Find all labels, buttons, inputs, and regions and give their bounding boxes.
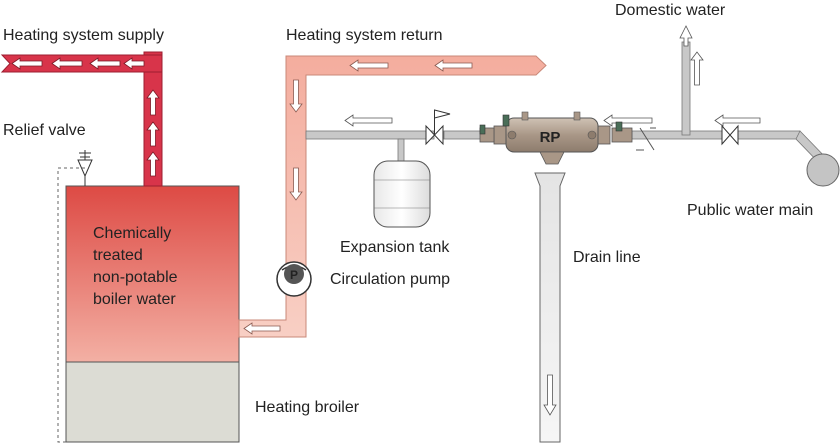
label-domestic: Domestic water (615, 2, 726, 19)
valve-right (721, 124, 739, 146)
circulation-pump: P (276, 261, 312, 297)
label-return: Heating system return (286, 27, 443, 44)
label-supply: Heating system supply (3, 27, 164, 44)
supply-flow-arrows (11, 57, 160, 177)
labels: Heating system supply Heating system ret… (3, 2, 813, 416)
drain-line (534, 172, 566, 443)
label-drain: Drain line (573, 249, 641, 266)
expansion-tank (373, 160, 431, 228)
label-main: Public water main (687, 202, 813, 219)
label-boiler-water-3: non-potable (93, 269, 178, 286)
label-expansion: Expansion tank (340, 239, 450, 256)
water-line (305, 25, 840, 187)
rp-label: RP (540, 129, 561, 146)
boiler-water-section (65, 185, 240, 363)
return-pipe (238, 55, 547, 338)
valve-left (425, 109, 451, 146)
supply-pipe (0, 51, 163, 187)
boiler (65, 185, 240, 443)
return-flow-arrows (243, 59, 473, 335)
label-boiler-water-4: boiler water (93, 291, 176, 308)
strainer (636, 127, 656, 151)
domestic-riser-arrow (679, 25, 693, 47)
label-pump: Circulation pump (330, 271, 450, 288)
water-flow-arrows (344, 51, 761, 127)
relief-discharge-line (57, 167, 85, 443)
pump-letter: P (290, 268, 298, 282)
label-relief: Relief valve (3, 122, 86, 139)
drain-flow-arrow (543, 374, 557, 416)
label-boiler-water-1: Chemically (93, 225, 171, 242)
rp-backflow-preventer: RP (479, 111, 633, 165)
label-broiler: Heating broiler (255, 399, 360, 416)
boiler-base-section (65, 361, 240, 443)
public-main-end (806, 153, 840, 187)
relief-valve (57, 150, 93, 443)
label-boiler-water-2: treated (93, 247, 143, 264)
